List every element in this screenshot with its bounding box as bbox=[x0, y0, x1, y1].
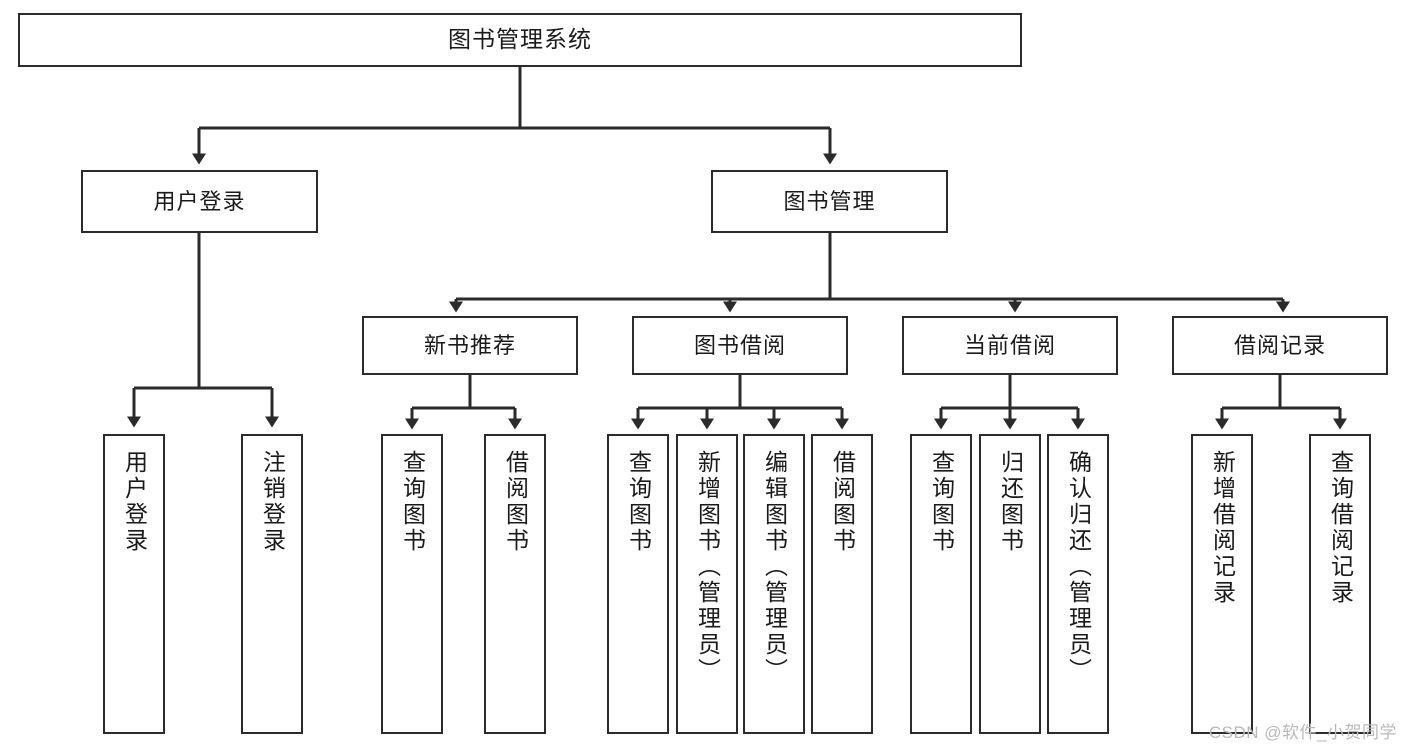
node-current-borrow[interactable]: 当前借阅 bbox=[902, 316, 1118, 375]
node-leaf-edit-book-label: 编辑图书（管理员） bbox=[761, 450, 788, 684]
node-root-label: 图书管理系统 bbox=[448, 26, 592, 53]
node-leaf-user-login-label: 用户登录 bbox=[121, 450, 148, 554]
node-leaf-user-login[interactable]: 用户登录 bbox=[103, 434, 165, 734]
node-book-borrow[interactable]: 图书借阅 bbox=[632, 316, 848, 375]
node-leaf-borrow-book-2[interactable]: 借阅图书 bbox=[811, 434, 873, 734]
node-user-login-label: 用户登录 bbox=[153, 188, 246, 214]
node-book-manage[interactable]: 图书管理 bbox=[711, 170, 948, 233]
node-user-login[interactable]: 用户登录 bbox=[81, 170, 318, 233]
node-leaf-return-book-label: 归还图书 bbox=[997, 450, 1024, 554]
node-leaf-query-book-2-label: 查询图书 bbox=[625, 450, 652, 554]
node-book-manage-label: 图书管理 bbox=[783, 188, 876, 214]
node-leaf-query-record[interactable]: 查询借阅记录 bbox=[1309, 434, 1371, 734]
node-leaf-confirm-return[interactable]: 确认归还（管理员） bbox=[1047, 434, 1109, 734]
node-leaf-borrow-book-1-label: 借阅图书 bbox=[502, 450, 529, 554]
node-leaf-add-book[interactable]: 新增图书（管理员） bbox=[676, 434, 738, 734]
node-leaf-add-book-label: 新增图书（管理员） bbox=[694, 450, 721, 684]
node-leaf-query-book-1-label: 查询图书 bbox=[399, 450, 426, 554]
node-leaf-confirm-return-label: 确认归还（管理员） bbox=[1065, 450, 1092, 684]
node-root[interactable]: 图书管理系统 bbox=[18, 13, 1022, 67]
node-current-borrow-label: 当前借阅 bbox=[963, 332, 1056, 358]
node-leaf-borrow-book-2-label: 借阅图书 bbox=[829, 450, 856, 554]
node-book-borrow-label: 图书借阅 bbox=[693, 332, 786, 358]
node-new-book-recommend[interactable]: 新书推荐 bbox=[362, 316, 578, 375]
node-leaf-query-book-1[interactable]: 查询图书 bbox=[381, 434, 443, 734]
node-leaf-query-book-3-label: 查询图书 bbox=[928, 450, 955, 554]
node-borrow-record-label: 借阅记录 bbox=[1233, 332, 1326, 358]
node-leaf-borrow-book-1[interactable]: 借阅图书 bbox=[484, 434, 546, 734]
node-leaf-add-record-label: 新增借阅记录 bbox=[1209, 450, 1236, 606]
node-leaf-user-logout-label: 注销登录 bbox=[259, 450, 286, 554]
node-leaf-query-book-2[interactable]: 查询图书 bbox=[607, 434, 669, 734]
node-borrow-record[interactable]: 借阅记录 bbox=[1172, 316, 1388, 375]
node-leaf-edit-book[interactable]: 编辑图书（管理员） bbox=[743, 434, 805, 734]
watermark-text: CSDN @软件_小贺同学 bbox=[1208, 723, 1397, 742]
node-leaf-return-book[interactable]: 归还图书 bbox=[979, 434, 1041, 734]
node-leaf-query-record-label: 查询借阅记录 bbox=[1327, 450, 1354, 606]
node-new-book-recommend-label: 新书推荐 bbox=[423, 332, 516, 358]
node-leaf-query-book-3[interactable]: 查询图书 bbox=[910, 434, 972, 734]
node-leaf-user-logout[interactable]: 注销登录 bbox=[241, 434, 303, 734]
node-leaf-add-record[interactable]: 新增借阅记录 bbox=[1191, 434, 1253, 734]
